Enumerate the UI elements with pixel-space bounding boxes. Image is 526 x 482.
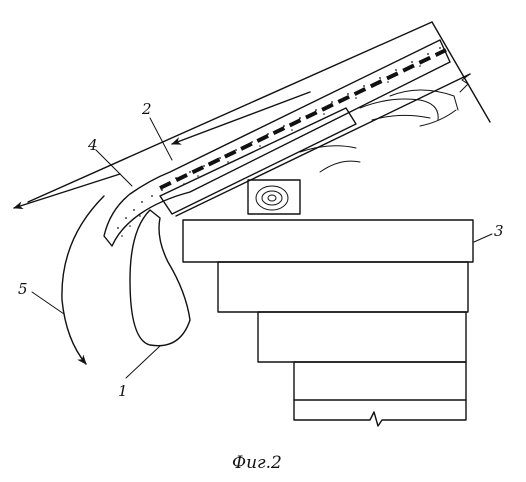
roof-break <box>459 73 471 93</box>
label-1: 1 <box>118 382 128 400</box>
leader-1 <box>125 345 161 379</box>
wall-log-2 <box>217 261 469 313</box>
rafter-board <box>159 107 357 215</box>
wood-grain <box>299 89 459 173</box>
log-end-support <box>247 179 301 215</box>
cover-layer-speckle <box>117 47 441 237</box>
label-3: 3 <box>494 222 504 240</box>
roof-ridge-edge <box>431 21 491 123</box>
wall-log-4 <box>293 361 467 401</box>
wall-logs <box>182 219 474 427</box>
leader-4 <box>95 149 133 187</box>
leader-2 <box>149 117 173 161</box>
wall-break <box>293 399 467 427</box>
flow-arrow-roof <box>171 91 311 145</box>
wall-log-3 <box>257 311 467 363</box>
dashed-membrane <box>159 48 447 190</box>
roof-underside <box>175 73 471 217</box>
flow-arrow-out <box>13 173 121 210</box>
leader-3 <box>473 233 493 243</box>
drip-bag <box>129 209 191 347</box>
cover-layer <box>103 39 451 247</box>
wall-log-1 <box>182 219 474 263</box>
flow-arrow-down <box>61 195 105 365</box>
roof-outer-line <box>27 21 433 203</box>
cover-layer-outline <box>103 39 451 247</box>
label-4: 4 <box>87 136 98 154</box>
label-2: 2 <box>141 100 152 118</box>
label-5: 5 <box>18 280 28 298</box>
figure-caption: Фиг.2 <box>232 453 282 473</box>
leader-5 <box>31 291 65 315</box>
